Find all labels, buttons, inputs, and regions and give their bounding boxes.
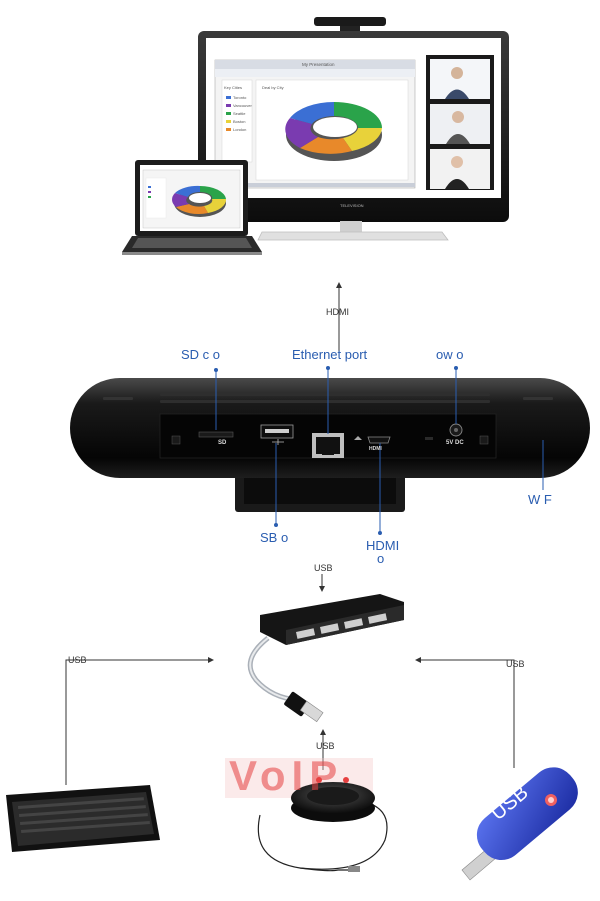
video-participants xyxy=(426,55,494,190)
monitor-legend-item: Toronto xyxy=(233,95,247,100)
usb-hub xyxy=(247,594,404,723)
usb-keyboard-label: USB xyxy=(68,655,87,665)
usb-stick-label: USB xyxy=(506,659,525,669)
usb-speaker-label: USB xyxy=(316,741,335,751)
monitor-legend-item: London xyxy=(233,127,247,132)
monitor-legend-title: Key Cities xyxy=(224,85,243,90)
monitor-app-title: My Presentation xyxy=(302,62,335,67)
monitor-webcam-icon xyxy=(314,17,386,26)
sd-card-slot xyxy=(198,431,234,438)
usbstick-to-hub-arrow xyxy=(415,657,515,768)
monitor-legend-item: Vancouver xyxy=(233,103,252,108)
laptop-keyboard-icon xyxy=(132,238,252,248)
monitor-legend-item: Boston xyxy=(233,119,246,124)
sd-card-label: SD c o xyxy=(181,347,221,362)
monitor xyxy=(198,17,509,241)
hdmi-port xyxy=(367,436,391,444)
voip-watermark-text: VoIP xyxy=(229,752,344,799)
usb-hub-top-label: USB xyxy=(314,563,333,573)
device-hdmi-label: HDMI xyxy=(369,446,382,452)
monitor-donut-chart xyxy=(285,102,382,161)
speakerphone xyxy=(257,777,388,872)
device-power-label: 5V DC xyxy=(446,440,464,446)
hdmi-out-label-line2: o xyxy=(377,551,385,566)
device-sd-label: SD xyxy=(218,440,227,446)
wifi-label: W F xyxy=(528,492,552,507)
monitor-chart-title: Deal by City xyxy=(262,85,284,90)
power-label: ow o xyxy=(436,347,464,362)
callout-lines xyxy=(214,366,544,535)
usb-port-label: SB o xyxy=(260,530,289,545)
ethernet-port-label: Ethernet port xyxy=(292,347,368,362)
usb-stick xyxy=(461,767,578,881)
keyboard-to-hub-arrow xyxy=(65,657,214,785)
hdmi-top-label: HDMI xyxy=(326,307,349,317)
hdmi-out-label: HDMI xyxy=(366,538,400,553)
monitor-brand: TELEVISION xyxy=(340,203,364,208)
laptop xyxy=(122,160,262,255)
monitor-legend-item: Seattle xyxy=(233,111,246,116)
video-conference-device xyxy=(70,378,590,512)
keyboard xyxy=(6,785,160,852)
